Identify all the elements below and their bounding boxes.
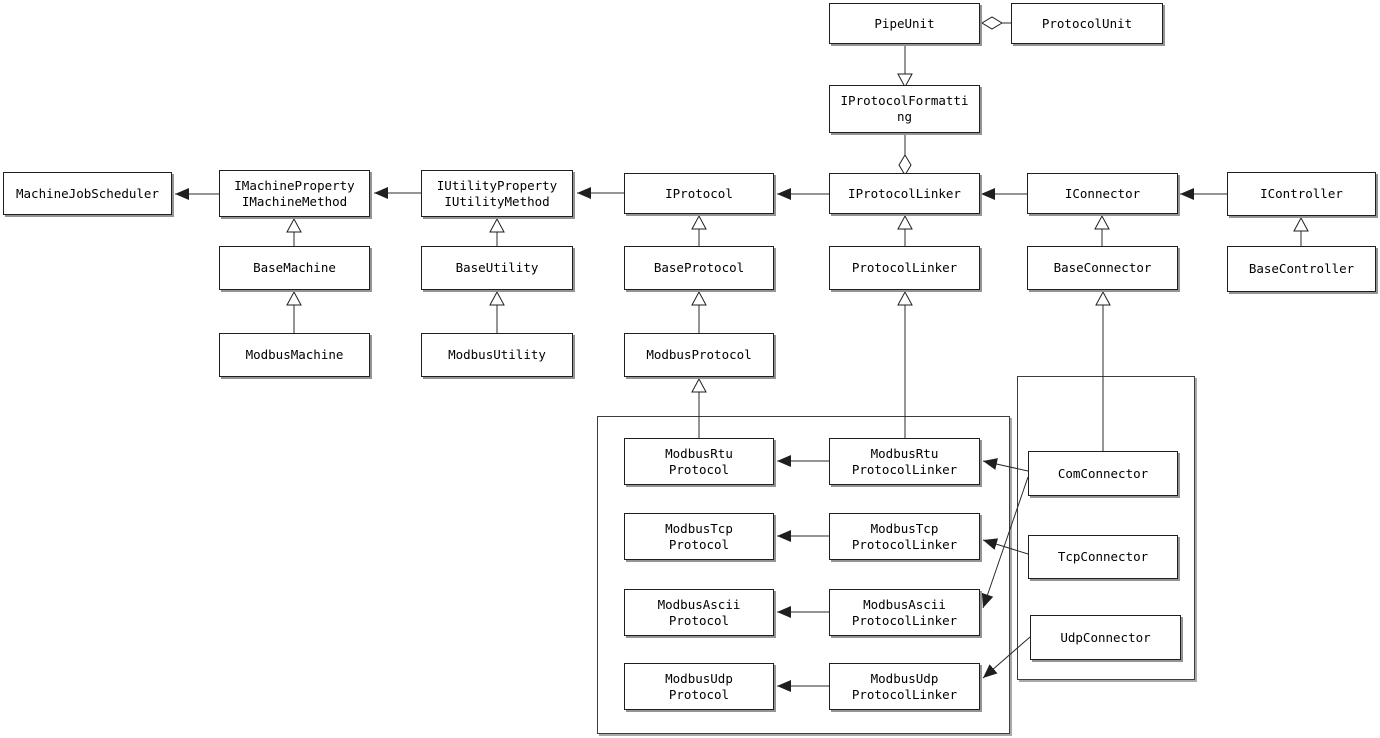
class-iprotocol-linker[interactable]: IProtocolLinker (829, 173, 980, 214)
class-modbus-rtu-protocol-linker[interactable]: ModbusRtu ProtocolLinker (829, 438, 980, 485)
class-label: ModbusUdp ProtocolLinker (851, 670, 958, 702)
class-icontroller[interactable]: IController (1227, 172, 1376, 216)
modbus-protocol-group-box (597, 416, 1010, 734)
class-protocol-unit[interactable]: ProtocolUnit (1011, 3, 1163, 44)
class-base-utility[interactable]: BaseUtility (421, 246, 573, 290)
class-label: MachineJobScheduler (16, 185, 159, 201)
class-label: IProtocol (665, 185, 733, 201)
class-label: BaseConnector (1053, 260, 1152, 275)
edge-udpconnector-to-udplinker (982, 636, 1031, 679)
class-tcp-connector[interactable]: TcpConnector (1028, 535, 1178, 579)
class-base-controller[interactable]: BaseController (1227, 246, 1376, 292)
class-com-connector[interactable]: ComConnector (1028, 451, 1178, 496)
class-label: ModbusAscii ProtocolLinker (851, 596, 958, 628)
class-modbus-tcp-protocol[interactable]: ModbusTcp Protocol (624, 513, 774, 560)
class-imachine-property-method[interactable]: IMachineProperty IMachineMethod (219, 170, 370, 217)
class-label: ModbusTcp ProtocolLinker (851, 520, 958, 552)
class-udp-connector[interactable]: UdpConnector (1030, 615, 1181, 660)
class-label: ModbusTcp Protocol (665, 520, 733, 552)
class-protocol-linker[interactable]: ProtocolLinker (829, 246, 980, 290)
class-label: ComConnector (1057, 465, 1149, 481)
class-label: IProtocolLinker (848, 185, 961, 201)
class-modbus-protocol[interactable]: ModbusProtocol (624, 333, 774, 377)
class-modbus-tcp-protocol-linker[interactable]: ModbusTcp ProtocolLinker (829, 513, 980, 560)
class-label: ModbusUtility (448, 347, 546, 362)
class-label: UdpConnector (1060, 629, 1151, 645)
class-base-machine[interactable]: BaseMachine (219, 246, 370, 290)
class-modbus-rtu-protocol[interactable]: ModbusRtu Protocol (624, 438, 774, 485)
class-machine-job-scheduler[interactable]: MachineJobScheduler (3, 172, 172, 215)
class-iutility-property-method[interactable]: IUtilityProperty IUtilityMethod (421, 170, 573, 217)
class-modbus-ascii-protocol[interactable]: ModbusAscii Protocol (624, 589, 774, 636)
class-label: BaseUtility (455, 260, 539, 275)
class-pipe-unit[interactable]: PipeUnit (829, 3, 980, 44)
class-iconnector[interactable]: IConnector (1027, 173, 1178, 214)
class-modbus-udp-protocol-linker[interactable]: ModbusUdp ProtocolLinker (829, 663, 980, 710)
class-label: IConnector (1064, 185, 1141, 201)
class-label: ModbusRtu ProtocolLinker (851, 445, 958, 477)
class-label: TcpConnector (1057, 549, 1149, 564)
class-label: IController (1260, 186, 1343, 201)
class-label: ProtocolLinker (851, 260, 958, 275)
class-label: ProtocolUnit (1041, 15, 1133, 31)
class-base-connector[interactable]: BaseConnector (1027, 246, 1178, 290)
class-modbus-utility[interactable]: ModbusUtility (421, 333, 573, 377)
class-label: ModbusRtu Protocol (665, 445, 733, 477)
class-modbus-ascii-protocol-linker[interactable]: ModbusAscii ProtocolLinker (829, 589, 980, 636)
class-base-protocol[interactable]: BaseProtocol (624, 246, 774, 290)
class-label: BaseProtocol (653, 260, 745, 275)
class-label: BaseMachine (253, 260, 336, 275)
connector-group-box (1017, 376, 1195, 680)
class-label: IUtilityProperty IUtilityMethod (436, 177, 558, 209)
class-label: ModbusProtocol (646, 347, 752, 362)
class-iprotocol-formatting[interactable]: IProtocolFormatting (829, 85, 980, 133)
class-label: ModbusUdp Protocol (665, 670, 733, 702)
class-modbus-udp-protocol[interactable]: ModbusUdp Protocol (624, 663, 774, 710)
class-label: ModbusAscii Protocol (657, 596, 741, 628)
class-label: BaseController (1248, 261, 1355, 276)
class-label: PipeUnit (874, 15, 935, 31)
class-label: IProtocolFormatting (840, 93, 969, 124)
class-label: IMachineProperty IMachineMethod (234, 177, 355, 209)
edge-tcpconnector-to-tcplinker (982, 538, 1029, 555)
edge-comconnector-to-rtulinker (982, 458, 1029, 472)
class-label: ModbusMachine (245, 347, 344, 362)
class-modbus-machine[interactable]: ModbusMachine (219, 333, 370, 377)
class-iprotocol[interactable]: IProtocol (624, 173, 774, 214)
edge-comconnector-to-asciilinker (981, 476, 1029, 609)
